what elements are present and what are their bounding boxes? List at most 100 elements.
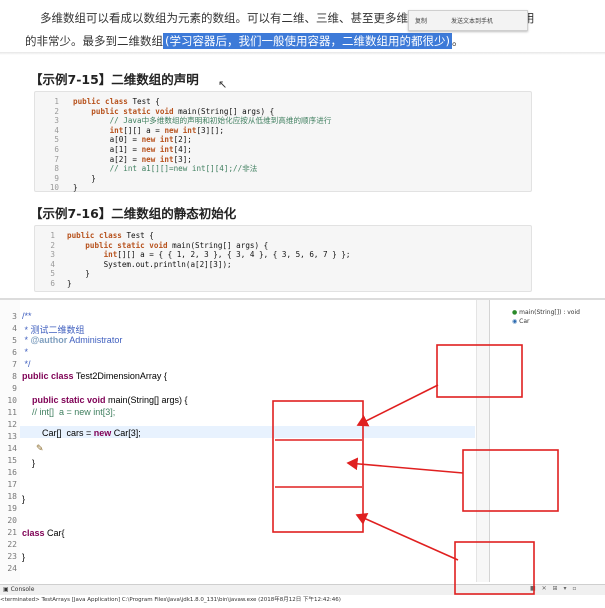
- editor-line[interactable]: public static void main(String[] args) {: [32, 395, 188, 405]
- code-line: // Java中多维数组的声明和初始化应按从低维到高维的顺序进行: [73, 116, 332, 126]
- code-line: a[2] = new int[3];: [73, 154, 192, 164]
- editor-line[interactable]: public class Test2DimensionArray {: [22, 371, 167, 381]
- array-memory-box: [272, 400, 364, 533]
- code-line: a[0] = new int[2];: [73, 135, 192, 145]
- reference-arrow-1: [356, 384, 439, 427]
- editor-line-number: 12: [7, 420, 17, 429]
- code-line: }: [67, 279, 72, 288]
- line-number: 6: [50, 279, 55, 288]
- code-line: }: [67, 269, 90, 279]
- line-number: 3: [54, 116, 59, 126]
- line-number: 9: [54, 173, 59, 183]
- editor-line[interactable]: // int[] a = new int[3];: [22, 407, 116, 417]
- line-number: 4: [50, 259, 55, 269]
- line-number: 8: [54, 164, 59, 174]
- line-number: 3: [50, 250, 55, 260]
- code-line: public class Test {: [67, 231, 154, 240]
- class-icon: ◉: [512, 318, 520, 325]
- editor-line-number: 3: [12, 312, 17, 321]
- paragraph-text: 的非常少。最多到二维数组: [25, 34, 163, 48]
- code-line: int[][] a = new int[3][];: [109, 125, 224, 135]
- editor-line-number: 17: [7, 480, 17, 489]
- pen-cursor-icon: ✎: [36, 443, 44, 453]
- code-line: }: [73, 183, 78, 193]
- line-number: 10: [49, 183, 59, 193]
- console-toolbar-icons[interactable]: ■ ✕ ⊞ ▾ ▫: [530, 585, 579, 592]
- editor-line[interactable]: * @author Administrator: [22, 335, 123, 345]
- code-line: a[1] = new int[4];: [73, 145, 192, 154]
- region-divider: [0, 298, 605, 300]
- editor-line[interactable]: }: [22, 552, 26, 562]
- editor-line-number: 19: [7, 504, 17, 513]
- car-object-box-2: [462, 449, 559, 512]
- editor-line-number: 6: [12, 348, 17, 357]
- section-separator: [0, 52, 605, 55]
- console-tab[interactable]: ▣ Console: [3, 586, 35, 593]
- editor-line-number: 13: [7, 432, 17, 441]
- line-number: 2: [50, 240, 55, 250]
- editor-line-number: 16: [7, 468, 17, 477]
- reference-arrow-3: [355, 513, 459, 561]
- editor-line-number: 4: [12, 324, 17, 333]
- editor-line[interactable]: * 测试二维数组: [22, 325, 85, 335]
- outline-method[interactable]: ● main(String[]) : void: [512, 309, 580, 316]
- car-object-box-3: [454, 541, 535, 595]
- editor-line[interactable]: }: [22, 494, 26, 504]
- line-number-gutter: [0, 300, 20, 582]
- editor-line-number: 23: [7, 552, 17, 561]
- editor-line[interactable]: *: [22, 347, 29, 357]
- editor-line-number: 14: [7, 444, 17, 453]
- line-number: 7: [54, 154, 59, 164]
- console-icon: ▣: [3, 586, 11, 593]
- line-number: 5: [50, 269, 55, 279]
- editor-line-number: 20: [7, 516, 17, 525]
- selected-text[interactable]: (学习容器后，我们一般使用容器，二维数组用的都很少): [163, 33, 452, 49]
- editor-line-number: 5: [12, 336, 17, 345]
- example-heading-2: 【示例7-16】二维数组的静态初始化: [30, 206, 237, 221]
- copy-button[interactable]: 复制: [415, 18, 428, 25]
- editor-line-number: 10: [7, 396, 17, 405]
- line-number: 2: [54, 106, 59, 116]
- code-line: public class Test {: [73, 97, 160, 106]
- method-icon: ●: [512, 309, 520, 316]
- code-line: public static void main(String[] args) {: [91, 106, 275, 116]
- line-number: 1: [50, 231, 55, 240]
- document-region: 多维数组可以看成以数组为元素的数组。可以有二维、三维、甚至更多维数组，但是实际开…: [0, 0, 605, 298]
- editor-line-number: 24: [7, 564, 17, 573]
- send-to-phone-button[interactable]: 发送文本到手机: [451, 18, 494, 25]
- code-line: }: [73, 173, 96, 183]
- outline-class[interactable]: ◉ Car: [512, 318, 530, 325]
- code-line: public static void main(String[] args) {: [85, 240, 269, 250]
- editor-line[interactable]: */: [22, 359, 31, 369]
- editor-line-number: 7: [12, 360, 17, 369]
- annotation-drawing: [272, 344, 559, 595]
- editor-line[interactable]: class Car{: [22, 528, 65, 538]
- console-output: <terminated> TestArrays [Java Applicatio…: [0, 597, 341, 603]
- line-number: 1: [54, 97, 59, 106]
- car-object-box-1: [436, 344, 523, 398]
- reference-arrow-2: [346, 457, 464, 474]
- editor-line[interactable]: Car[] cars = new Car[3];: [22, 428, 141, 438]
- editor-line[interactable]: }: [22, 458, 36, 468]
- paragraph-end: 。: [451, 34, 464, 48]
- editor-line-number: 11: [7, 408, 17, 417]
- paragraph-line-2: 的非常少。最多到二维数组(学习容器后，我们一般使用容器，二维数组用的都很少)。: [25, 33, 463, 49]
- mouse-cursor-icon: ↖: [218, 78, 228, 91]
- editor-line-number: 9: [12, 384, 17, 393]
- editor-line-number: 21: [7, 528, 17, 537]
- editor-line-number: 22: [7, 540, 17, 549]
- selection-popup: 复制 发送文本到手机: [408, 10, 528, 31]
- editor-line-number: 18: [7, 492, 17, 501]
- line-number: 6: [54, 145, 59, 154]
- outline-panel: ● main(String[]) : void ◉ Car: [489, 300, 605, 582]
- example-heading-1: 【示例7-15】二维数组的声明: [30, 72, 199, 87]
- code-line: int[][] a = { { 1, 2, 3 }, { 3, 4 }, { 3…: [103, 250, 351, 260]
- editor-line-number: 15: [7, 456, 17, 465]
- editor-line[interactable]: /**: [22, 311, 32, 321]
- line-number: 4: [54, 125, 59, 135]
- line-number: 5: [54, 135, 59, 145]
- console-tab-bar: ▣ Console ■ ✕ ⊞ ▾ ▫: [0, 584, 605, 595]
